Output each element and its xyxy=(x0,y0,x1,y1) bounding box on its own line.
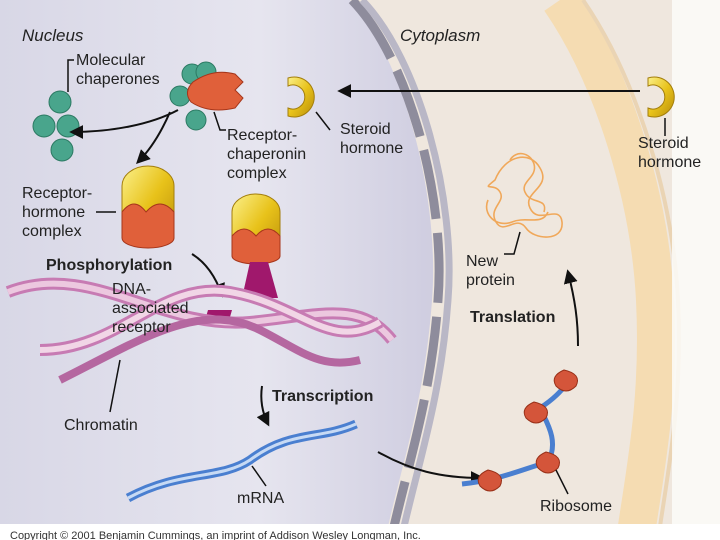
nucleus-region xyxy=(0,0,434,540)
ribosome-leader xyxy=(555,469,569,495)
to-complex-arrow xyxy=(136,111,171,164)
dna-bound-receptor-icon xyxy=(231,193,281,298)
ribosome-label: Ribosome xyxy=(540,498,613,515)
chromatin-icon xyxy=(5,277,397,384)
dna-associated-receptor-label: DNA- associated receptor xyxy=(112,281,189,336)
chromatin-label: Chromatin xyxy=(64,417,138,434)
steroid-hormone-outside-label: Steroid hormone xyxy=(638,135,702,171)
nuclear-envelope-outer xyxy=(359,0,453,540)
new-protein-icon xyxy=(485,152,563,238)
receptor-hormone-complex-icon xyxy=(121,165,175,249)
steroid-hormone-icon xyxy=(287,76,315,118)
cytoplasm-label: Cytoplasm xyxy=(400,26,481,45)
extracellular-space xyxy=(672,0,720,540)
molecular-chaperones-icon xyxy=(32,90,80,162)
receptor-chaperonin-complex-icon xyxy=(169,61,244,131)
cell-membrane xyxy=(544,0,675,540)
molecular-chaperones-label: Molecular chaperones xyxy=(76,52,160,88)
mrna-icon xyxy=(125,419,358,502)
chaperone-leader xyxy=(67,59,74,92)
footer-strip xyxy=(0,524,720,540)
nucleus-label: Nucleus xyxy=(22,26,84,45)
hormone-leader xyxy=(315,111,331,131)
ribosome-icon xyxy=(461,369,578,492)
phosphorylation-label: Phosphorylation xyxy=(46,257,173,274)
translation-label: Translation xyxy=(470,309,556,326)
protein-leader xyxy=(504,231,521,255)
transcription-label: Transcription xyxy=(272,388,374,405)
steroid-hormone-outside-icon xyxy=(647,76,675,118)
new-protein-label: New protein xyxy=(466,253,515,289)
receptor-hormone-complex-label: Receptor- hormone complex xyxy=(22,185,93,240)
mrna-label: mRNA xyxy=(237,490,285,507)
export-arrow xyxy=(377,451,485,485)
complex-leader xyxy=(213,111,226,131)
transcription-arrow xyxy=(256,385,270,427)
chromatin-leader xyxy=(109,359,121,413)
steroid-hormone-label: Steroid hormone xyxy=(340,121,404,157)
mrna-leader xyxy=(251,465,267,487)
copyright-notice: Copyright © 2001 Benjamin Cummings, an i… xyxy=(10,530,421,540)
translation-arrow xyxy=(563,269,579,347)
receptor-chaperonin-complex-label: Receptor- chaperonin complex xyxy=(227,127,307,182)
